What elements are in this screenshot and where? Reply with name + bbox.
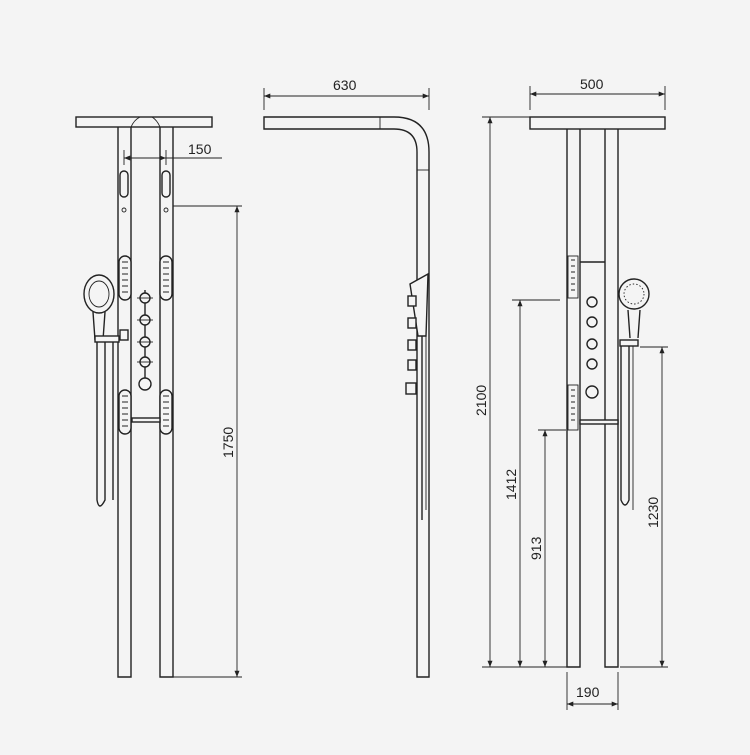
dim-hand-shower-height-label: 1230 [645, 497, 661, 528]
rear-shelf [579, 419, 619, 425]
side-arm [263, 116, 430, 678]
dim-rear-spacing: 190 [566, 672, 619, 710]
rear-hand-shower [618, 278, 650, 510]
rear-right-pipe [604, 129, 619, 668]
dim-lower-jets-height-label: 913 [528, 536, 544, 560]
front-view: 150 1750 [75, 116, 242, 678]
dim-front-spacing-label: 150 [188, 141, 212, 157]
front-jet-strip-upper-right [159, 255, 173, 301]
front-jet-strip-lower-left [118, 389, 132, 435]
front-hand-shower [83, 274, 129, 507]
dim-total-height-label: 2100 [473, 385, 489, 416]
dim-lower-jets-height: 913 [528, 429, 566, 667]
dim-total-height: 2100 [473, 116, 567, 668]
front-control-knobs [137, 292, 153, 391]
side-view: 630 [263, 77, 430, 678]
front-shelf [131, 417, 161, 423]
dim-side-width: 630 [263, 77, 430, 110]
rear-body-jets [585, 296, 599, 399]
dim-rear-width-label: 500 [580, 76, 604, 92]
rear-top-bar [529, 116, 666, 130]
dim-side-width-label: 630 [333, 77, 357, 93]
dim-body-jets-height: 1412 [503, 299, 560, 667]
front-jet-strip-upper-left [118, 255, 132, 301]
dim-body-jets-height-label: 1412 [503, 469, 519, 500]
dim-rear-spacing-label: 190 [576, 684, 600, 700]
rear-view: 500 2100 1412 913 1230 [473, 76, 668, 710]
dim-front-spacing: 150 [123, 141, 222, 165]
front-jet-strip-lower-right [159, 389, 173, 435]
dim-rear-width: 500 [529, 76, 666, 110]
front-slot-right [161, 170, 171, 198]
front-slot-left [119, 170, 129, 198]
dim-front-height: 1750 [173, 205, 242, 678]
front-top-bar [75, 116, 213, 128]
dim-hand-shower-height: 1230 [620, 346, 668, 668]
rear-left-pipe [566, 129, 581, 668]
side-control-knobs [405, 295, 417, 395]
dim-front-height-label: 1750 [220, 427, 236, 458]
